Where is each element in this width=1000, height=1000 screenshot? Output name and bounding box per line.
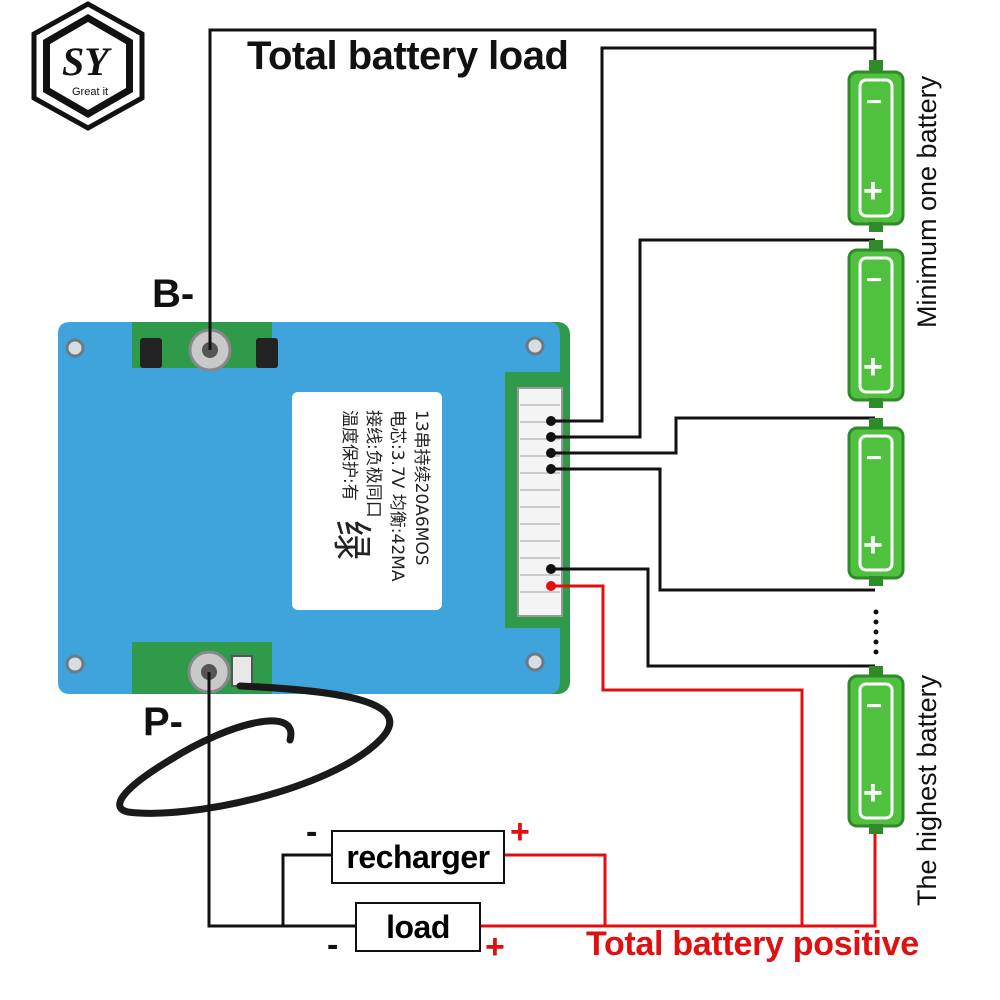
board-label-line1: 13串持续20A6MOS [411,410,431,566]
thermistor-cable [116,682,394,817]
total-battery-load-label: Total battery load [247,34,569,78]
battery-4 [847,666,905,834]
recharger-box: recharger [331,830,505,884]
board-label-color: 绿 [328,520,374,560]
battery-2 [847,240,905,408]
battery-4-plus: + [863,774,883,812]
mounting-holes [65,336,545,674]
battery-3 [847,418,905,586]
component-left [140,338,162,368]
highest-battery-label: The highest battery [912,674,942,906]
load-minus-sign: - [327,926,339,964]
connector-dots [546,416,556,574]
battery-1-minus: − [866,86,883,117]
p-minus-label: P- [143,700,183,744]
recharger-plus-sign: + [510,813,530,851]
minimum-battery-label: Minimum one battery [912,75,942,328]
load-plus-sign: + [485,928,505,966]
red-wires [481,584,877,928]
logo-letters: SY [62,39,109,84]
load-box: load [355,902,481,952]
battery-4-minus: − [866,690,883,721]
brand-logo [31,1,145,131]
black-wires [207,28,877,928]
thermistor-connector [231,655,253,687]
recharger-minus-sign: - [306,813,318,851]
positive-dot [546,581,556,591]
battery-1 [847,60,905,232]
battery-3-minus: − [866,442,883,473]
board-label-line2: 电芯:3.7V 均衡:42MA [387,410,407,582]
battery-gap-dots [873,609,879,655]
board-label-line3: 接线:负极同口 [363,410,383,518]
b-minus-label: B- [152,272,195,316]
battery-1-plus: + [863,172,883,210]
total-battery-positive-label: Total battery positive [586,925,919,963]
balance-connector [517,387,563,617]
battery-2-plus: + [863,348,883,386]
board-label-line4: 温度保护:有 [339,410,359,501]
battery-2-minus: − [866,264,883,295]
component-right [256,338,278,368]
logo-tagline: Great it [72,86,109,98]
board-label-card [292,392,442,610]
battery-3-plus: + [863,526,883,564]
